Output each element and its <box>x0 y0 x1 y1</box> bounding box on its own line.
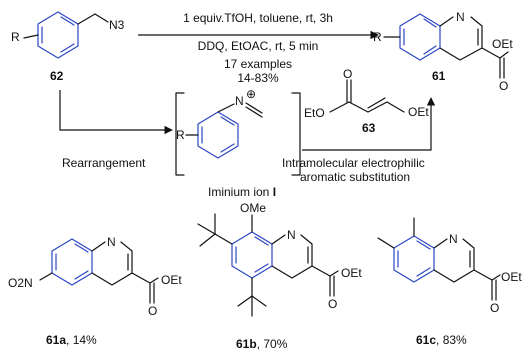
eas-arrow <box>302 97 436 151</box>
eas-label-line-2: aromatic substitution <box>300 170 410 184</box>
iminium-caption: Iminium ion I <box>208 185 276 199</box>
reagent-carbonyl-o: O <box>343 67 352 81</box>
product-substituent-r: R <box>373 30 382 44</box>
example-61a-nitro: O2N <box>8 276 33 290</box>
iminium-substituent-r: R <box>176 128 185 142</box>
reagent-ethoxy-left: EtO <box>304 106 325 120</box>
product-ethoxy: OEt <box>492 37 513 51</box>
example-61b-caption: 61b, 70% <box>236 337 288 351</box>
iminium-plus-charge: ⊕ <box>246 87 256 101</box>
example-61c-ethoxy: OEt <box>501 270 522 284</box>
example-61c: N O OEt 61c, 83% <box>377 217 522 347</box>
starting-material-62: N3 R 62 <box>11 11 125 83</box>
conditions-line-2: DDQ, EtOAC, rt, 5 min <box>198 39 319 53</box>
compound-label-62: 62 <box>50 69 64 83</box>
example-61c-n-atom: N <box>449 232 458 246</box>
example-61a-caption: 61a, 14% <box>46 333 97 347</box>
azide-group: N3 <box>109 18 125 32</box>
example-61c-carbonyl-o: O <box>490 301 499 315</box>
example-61b-methoxy: OMe <box>240 201 266 215</box>
rearrangement-label: Rearrangement <box>62 156 146 170</box>
example-61a: N O OEt O2N 61a, 14% <box>8 235 182 347</box>
example-61b-carbonyl-o: O <box>328 297 337 311</box>
product-carbonyl-o: O <box>499 79 508 93</box>
reagent-63: O EtO OEt 63 <box>304 67 429 135</box>
yield-range: 14-83% <box>237 71 279 85</box>
iminium-n-atom: N <box>235 94 244 108</box>
rearrangement-arrow <box>59 90 173 135</box>
conditions-line-1: 1 equiv.TfOH, toluene, rt, 3h <box>183 11 333 25</box>
example-61b-n-atom: N <box>287 228 296 242</box>
iminium-ion: N ⊕ R <box>176 87 263 159</box>
example-61a-ethoxy: OEt <box>161 273 182 287</box>
example-61a-n-atom: N <box>107 235 116 249</box>
substituent-r: R <box>11 30 20 44</box>
compound-label-61: 61 <box>432 69 446 83</box>
eas-label-line-1: Intramolecular electrophilic <box>282 156 425 170</box>
product-n-atom: N <box>456 10 465 24</box>
compound-label-63: 63 <box>362 121 376 135</box>
product-61: N O OEt R 61 <box>373 10 513 93</box>
example-61c-caption: 61c, 83% <box>416 333 467 347</box>
example-61b: N OMe O OEt 61b, 70% <box>197 201 362 351</box>
reagent-ethoxy-right: OEt <box>408 105 429 119</box>
examples-count: 17 examples <box>224 57 292 71</box>
example-61b-ethoxy: OEt <box>341 266 362 280</box>
example-61a-carbonyl-o: O <box>148 304 157 318</box>
